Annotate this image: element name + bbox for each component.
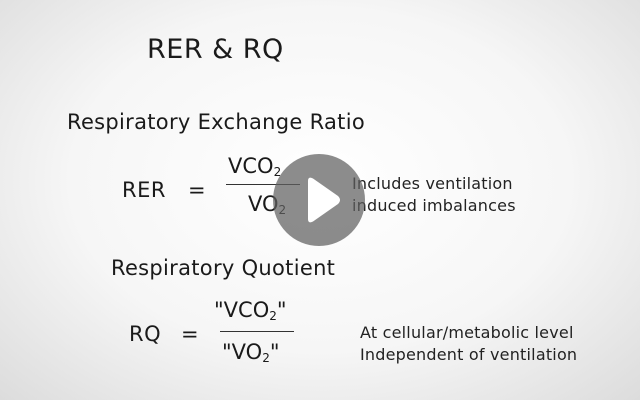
rq-denominator-text: "VO bbox=[222, 340, 263, 364]
play-icon bbox=[308, 177, 340, 223]
rer-numerator-text: VCO bbox=[228, 154, 274, 178]
rq-note-line1: At cellular/metabolic level bbox=[360, 323, 574, 342]
rer-note-line2: induced imbalances bbox=[352, 196, 516, 215]
rer-numerator: VCO2 bbox=[228, 154, 281, 179]
slide-title: RER & RQ bbox=[147, 34, 284, 65]
rq-numerator-text: "VCO bbox=[214, 298, 270, 322]
rq-note-line2: Independent of ventilation bbox=[360, 345, 578, 364]
rq-heading: Respiratory Quotient bbox=[111, 256, 336, 280]
rer-note: Includes ventilation induced imbalances bbox=[352, 173, 516, 217]
rq-label: RQ bbox=[129, 322, 162, 346]
rq-numerator: "VCO2" bbox=[214, 298, 287, 323]
rq-denominator-subscript: 2 bbox=[262, 351, 270, 365]
rer-heading: Respiratory Exchange Ratio bbox=[67, 110, 365, 134]
rq-numerator-close-quote: " bbox=[276, 298, 287, 322]
play-button[interactable] bbox=[273, 154, 365, 246]
rer-numerator-subscript: 2 bbox=[273, 165, 282, 179]
rer-label: RER bbox=[122, 178, 166, 202]
rq-equals: = bbox=[181, 322, 199, 346]
rq-denominator-close-quote: " bbox=[269, 340, 280, 364]
rer-fraction-bar bbox=[226, 184, 300, 185]
rq-fraction-bar bbox=[220, 331, 294, 332]
rer-note-line1: Includes ventilation bbox=[352, 174, 513, 193]
rq-note: At cellular/metabolic level Independent … bbox=[360, 322, 577, 366]
rq-numerator-subscript: 2 bbox=[269, 309, 277, 323]
rer-equals: = bbox=[188, 178, 206, 202]
rq-denominator: "VO2" bbox=[222, 340, 280, 365]
